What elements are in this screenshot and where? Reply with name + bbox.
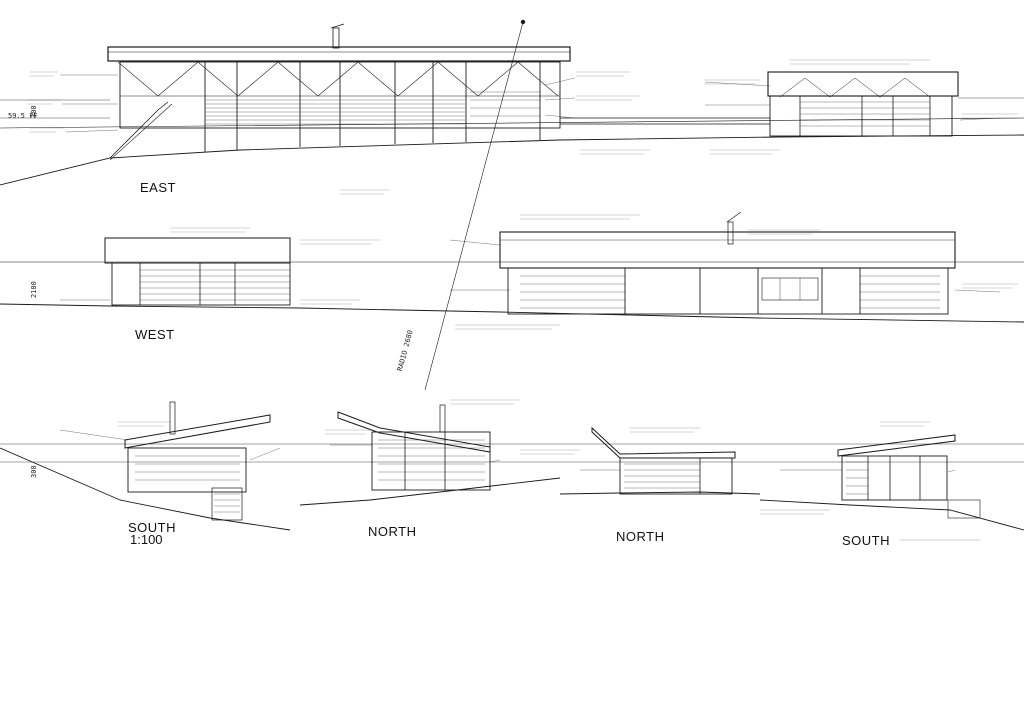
dimension-west-height: 2100	[30, 281, 38, 298]
dimension-section-height: 300	[30, 465, 38, 478]
east-elevation	[0, 23, 1024, 186]
sections-row	[0, 401, 1024, 531]
callout-leader	[424, 21, 524, 391]
elevation-label-south-right: SOUTH	[842, 533, 890, 548]
elevation-label-south-left: SOUTH	[128, 520, 176, 535]
elevation-label-north-right: NORTH	[616, 529, 665, 544]
annotation-notes	[28, 59, 1018, 541]
scale-label: 1:100	[130, 532, 163, 547]
west-elevation	[0, 211, 1024, 323]
elevation-label-north-left: NORTH	[368, 524, 417, 539]
dimension-ffl: 59.5 FF	[8, 112, 38, 120]
dimension-east-height: 300	[30, 105, 38, 118]
elevation-label-west: WEST	[135, 327, 175, 342]
elevation-label-east: EAST	[140, 180, 176, 195]
